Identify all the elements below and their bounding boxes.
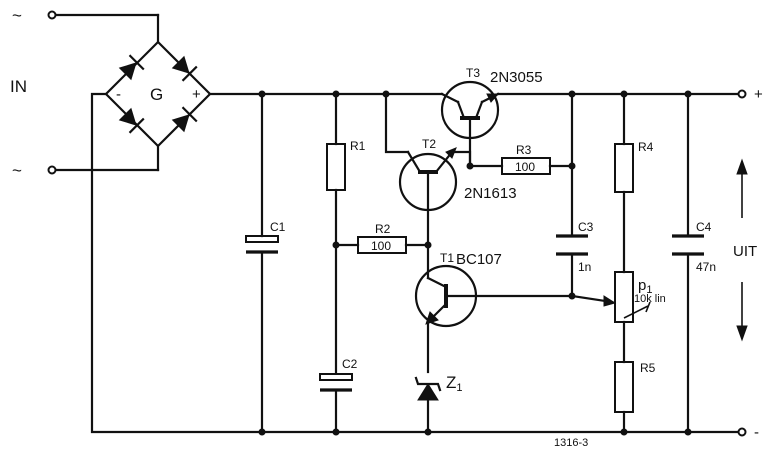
bridge-diode-2 — [171, 55, 198, 82]
c3-label: C3 — [578, 220, 594, 234]
t2-ref: T2 — [422, 137, 436, 151]
t2-part: 2N1613 — [464, 185, 517, 202]
capacitor-c4: C4 47n — [672, 92, 716, 434]
resistor-r5: R5 — [614, 361, 656, 434]
r3-label: R3 — [516, 143, 532, 157]
capacitor-c1: C1 — [245, 92, 286, 434]
c2-label: C2 — [342, 357, 358, 371]
junction-dots — [258, 90, 692, 436]
output-plus-sign: + — [754, 86, 763, 103]
output-label: UIT — [733, 243, 757, 260]
p1-value: 10k lin — [634, 293, 666, 305]
input-terminal-top: ~ — [12, 6, 160, 25]
t3-part: 2N3055 — [490, 69, 543, 86]
r1-label: R1 — [350, 139, 366, 153]
input-terminal-bottom: ~ — [12, 161, 160, 180]
c3-value: 1n — [578, 260, 591, 274]
zener-diode-z1: Z1 — [414, 373, 463, 434]
t1-ref: T1 — [440, 251, 454, 265]
bridge-rectifier: G - + — [104, 13, 212, 172]
capacitor-c2: C2 — [319, 357, 358, 434]
output-voltage-indicator: UIT — [733, 158, 757, 342]
bridge-minus: - — [116, 86, 121, 103]
negative-rail — [90, 92, 740, 434]
transistor-t1: T1 BC107 — [414, 251, 574, 374]
resistor-r2: R2 100 — [334, 222, 432, 254]
bridge-diode-1 — [118, 54, 145, 81]
input-label: IN — [10, 77, 27, 96]
bridge-label: G — [150, 85, 163, 104]
z1-label: Z1 — [446, 373, 463, 394]
arrow-up-icon — [736, 158, 748, 175]
bridge-diode-3 — [118, 107, 145, 134]
r2-value: 100 — [371, 239, 391, 253]
c1-label: C1 — [270, 220, 286, 234]
potentiometer-p1: p1 10k lin — [570, 271, 666, 364]
output-minus-sign: - — [754, 424, 759, 441]
ac-symbol-bottom: ~ — [12, 161, 22, 180]
t3-ref: T3 — [466, 66, 480, 80]
transistor-t3: T3 2N3055 — [440, 66, 543, 168]
output-terminal-plus: + — [737, 86, 763, 103]
r3-value: 100 — [515, 160, 535, 174]
output-terminal-minus: - — [737, 424, 759, 441]
r5-label: R5 — [640, 361, 656, 375]
capacitor-c3: C3 1n — [556, 92, 594, 298]
resistor-r3: R3 100 — [468, 143, 574, 175]
r2-label: R2 — [375, 222, 391, 236]
t1-part: BC107 — [456, 251, 502, 268]
transistor-t2: T2 2N1613 — [384, 92, 517, 280]
resistor-r4: R4 — [614, 92, 654, 274]
c4-label: C4 — [696, 220, 712, 234]
bridge-diode-4 — [171, 106, 198, 133]
c4-value: 47n — [696, 260, 716, 274]
bridge-plus: + — [192, 86, 201, 103]
p1-label: p1 — [638, 277, 652, 296]
figure-number: 1316-3 — [554, 437, 588, 449]
r4-label: R4 — [638, 140, 654, 154]
ac-symbol-top: ~ — [12, 6, 22, 25]
arrow-down-icon — [736, 325, 748, 342]
resistor-r1: R1 — [326, 92, 366, 374]
